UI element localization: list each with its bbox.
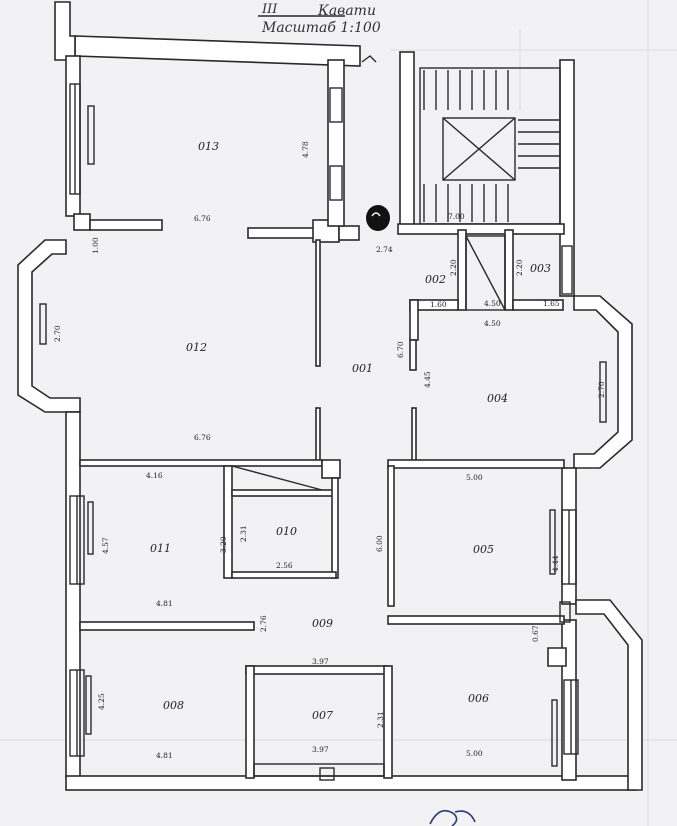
dim-320: 3.20 — [219, 536, 228, 553]
dim-397-b: 3.97 — [312, 745, 329, 754]
signature-mark — [429, 809, 476, 826]
dimension-labels: 4.78 6.76 2.74 7.00 1.00 2.70 6.76 2.20 … — [53, 141, 606, 760]
room-label-006: 006 — [468, 692, 489, 705]
dim-002-height: 2.20 — [449, 259, 458, 276]
room-label-002: 002 — [425, 273, 446, 286]
dim-500-a: 5.00 — [466, 473, 483, 482]
dim-416: 4.16 — [146, 471, 163, 480]
dim-425: 4.25 — [97, 693, 106, 710]
windows — [39, 83, 607, 767]
stair-steps — [423, 70, 560, 222]
room-label-008: 008 — [163, 699, 184, 712]
dim-231-a: 2.31 — [239, 525, 248, 542]
room-label-007: 007 — [312, 709, 333, 722]
interior-walls — [73, 59, 567, 781]
dim-457: 4.57 — [101, 537, 110, 554]
room-label-005: 005 — [473, 543, 494, 556]
dim-450-b: 4.50 — [484, 319, 501, 328]
floor-label: Кавати — [318, 3, 376, 19]
dim-165: 1.65 — [543, 299, 560, 308]
dim-012-width: 6.76 — [194, 433, 211, 442]
room-label-011: 011 — [150, 542, 171, 555]
dim-013-width: 6.76 — [194, 214, 211, 223]
dim-445: 4.45 — [423, 371, 432, 388]
dim-481-a: 4.81 — [156, 599, 173, 608]
dim-700: 7.00 — [448, 212, 465, 221]
dim-274: 2.74 — [376, 245, 393, 254]
dim-067: 0.67 — [531, 625, 540, 642]
floor-number: III — [262, 2, 278, 17]
dim-450-a: 4.50 — [484, 299, 501, 308]
room-labels: 013 012 001 002 003 004 005 010 011 009 … — [150, 140, 551, 722]
dim-500-b: 5.00 — [466, 749, 483, 758]
room-label-001: 001 — [352, 362, 373, 375]
dim-481-b: 4.81 — [156, 751, 173, 760]
dim-276: 2.76 — [259, 615, 268, 632]
dim-270-left: 2.70 — [53, 325, 62, 342]
scale-label: Масштаб 1:100 — [262, 20, 381, 36]
dim-270-right: 2.70 — [597, 381, 606, 398]
dim-444: 4.44 — [551, 555, 560, 572]
room-label-003: 003 — [530, 262, 551, 275]
room-label-013: 013 — [198, 140, 219, 153]
entrance-marker — [366, 205, 390, 231]
dim-003-height: 2.20 — [515, 259, 524, 276]
dim-231-b: 2.31 — [376, 711, 385, 728]
room-label-004: 004 — [487, 392, 508, 405]
dim-670: 6.70 — [396, 341, 405, 358]
dim-600: 6.00 — [375, 535, 384, 552]
entrance-door-swing — [361, 55, 377, 63]
room-label-012: 012 — [186, 341, 207, 354]
room-label-010: 010 — [276, 525, 297, 538]
dim-013-height: 4.78 — [301, 141, 310, 158]
dim-160: 1.60 — [430, 300, 447, 309]
room-label-009: 009 — [312, 617, 333, 630]
dim-100: 1.00 — [91, 237, 100, 254]
dim-256: 2.56 — [276, 561, 293, 570]
dim-397-a: 3.97 — [312, 657, 329, 666]
